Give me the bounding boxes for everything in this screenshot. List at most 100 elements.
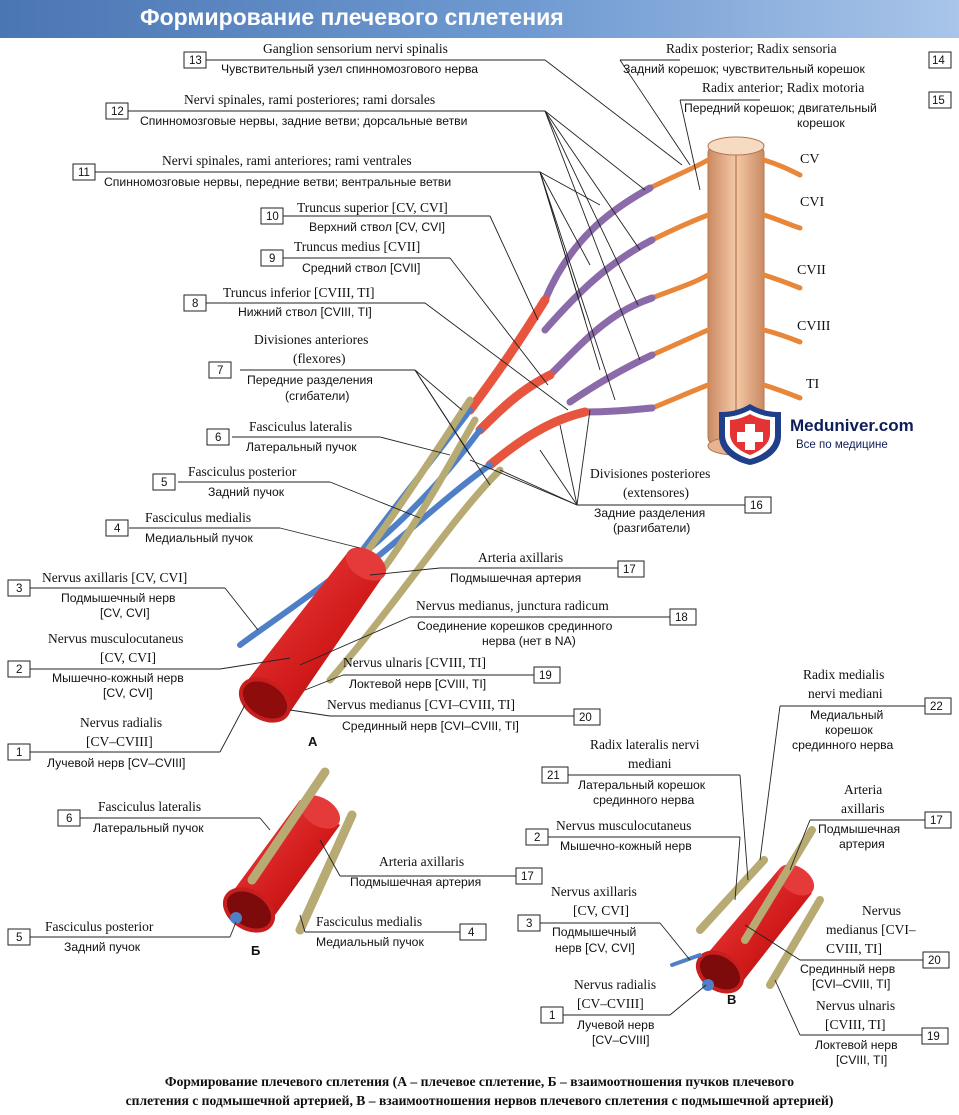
svg-text:19: 19 [927,1031,940,1043]
svg-text:корешок: корешок [825,723,873,737]
label-15: 15 Radix anterior; Radix motoria Передни… [684,80,952,130]
label-c-20: 20 Nervus medianus [CVI– CVIII, TI] Сред… [800,903,950,991]
axillary-artery-a [238,547,387,723]
svg-text:Nervus ulnaris: Nervus ulnaris [816,998,895,1013]
svg-text:Подмышечный: Подмышечный [552,925,636,939]
label-c-17: 17 Arteria axillaris Подмышечная артерия [818,782,952,851]
segment-labels: CV CVI CVII CVIII TI [797,152,831,392]
leader-lines [30,59,925,1036]
svg-text:6: 6 [215,432,221,444]
svg-text:medianus [CVI–: medianus [CVI– [826,922,916,937]
label-1: 1 Nervus radialis [CV–CVIII] Лучевой нер… [7,715,185,770]
artery-cross-section-b [222,767,357,935]
svg-text:[CVI–CVIII, TI]: [CVI–CVIII, TI] [812,977,890,991]
segment-label: CVII [797,263,826,278]
label-c-19: 19 Nervus ulnaris [CVIII, TI] Локтевой н… [815,998,949,1067]
svg-text:Медиальный пучок: Медиальный пучок [316,935,424,949]
svg-text:Nervus musculocutaneus: Nervus musculocutaneus [556,818,691,833]
svg-text:18: 18 [675,612,688,624]
svg-text:Локтевой нерв [CVIII, TI]: Локтевой нерв [CVIII, TI] [349,677,486,691]
svg-text:8: 8 [192,298,198,310]
svg-text:Чувствительный узел спинномозг: Чувствительный узел спинномозгового нерв… [221,62,478,76]
label-19: 19 Nervus ulnaris [CVIII, TI] Локтевой н… [343,655,561,691]
svg-text:[CV, CVI]: [CV, CVI] [103,686,153,700]
svg-text:Radix medialis: Radix medialis [803,667,884,682]
caption-line-1: Формирование плечевого сплетения (А – пл… [164,1074,795,1089]
svg-text:12: 12 [111,106,124,118]
svg-text:Подмышечный нерв: Подмышечный нерв [61,591,175,605]
svg-text:Radix anterior; Radix motoria: Radix anterior; Radix motoria [702,80,864,95]
label-7: 7 Divisiones anteriores (flexores) Перед… [208,332,373,403]
svg-text:Лучевой нерв [CV–CVIII]: Лучевой нерв [CV–CVIII] [47,756,185,770]
label-c-1: 1 Nervus radialis [CV–CVIII] Лучевой нер… [540,977,656,1047]
panel-label-b: Б [251,943,260,958]
svg-text:Truncus inferior [CVIII, TI]: Truncus inferior [CVIII, TI] [223,285,374,300]
svg-text:Fasciculus medialis: Fasciculus medialis [316,914,422,929]
label-c-22: 22 Radix medialis nervi mediani Медиальн… [792,667,952,752]
svg-text:Nervi spinales, rami anteriore: Nervi spinales, rami anteriores; rami ve… [162,153,412,168]
label-b-5: 5 Fasciculus posterior Задний пучок [7,919,154,954]
svg-text:[CV, CVI]: [CV, CVI] [100,606,150,620]
svg-text:6: 6 [66,813,72,825]
svg-text:Fasciculus lateralis: Fasciculus lateralis [98,799,201,814]
svg-text:13: 13 [189,55,202,67]
page-title: Формирование плечевого сплетения [140,4,564,30]
svg-text:Ganglion sensorium nervi spina: Ganglion sensorium nervi spinalis [263,41,448,56]
svg-text:Nervus radialis: Nervus radialis [574,977,656,992]
svg-text:Подмышечная артерия: Подмышечная артерия [450,571,581,585]
label-c-3: 3 Nervus axillaris [CV, CVI] Подмышечный… [517,884,637,955]
svg-text:Срединный нерв [CVI–CVIII, TI]: Срединный нерв [CVI–CVIII, TI] [342,719,519,733]
label-c-2: 2 Nervus musculocutaneus Мышечно-кожный … [525,818,692,853]
svg-text:7: 7 [217,365,223,377]
svg-text:(сгибатели): (сгибатели) [285,389,349,403]
svg-text:15: 15 [932,95,945,107]
svg-text:срединного нерва: срединного нерва [593,793,695,807]
label-11: 11 Nervi spinales, rami anteriores; rami… [72,153,451,189]
caption-line-2: сплетения с подмышечной артерией, В – вз… [125,1093,834,1108]
svg-text:Задний пучок: Задний пучок [208,485,285,499]
label-5: 5 Fasciculus posterior Задний пучок [152,464,297,499]
svg-text:нерва (нет в NA): нерва (нет в NA) [482,634,576,648]
label-9: 9 Truncus medius [CVII] Средний ствол [C… [260,239,420,275]
svg-text:(extensores): (extensores) [623,485,689,500]
figure-caption: Формирование плечевого сплетения (А – пл… [0,1072,959,1110]
svg-text:1: 1 [16,747,22,759]
svg-text:срединного нерва: срединного нерва [792,738,894,752]
svg-text:Подмышечная: Подмышечная [818,822,900,836]
label-b-6: 6 Fasciculus lateralis Латеральный пучок [57,799,204,835]
svg-text:[CVIII, TI]: [CVIII, TI] [825,1017,885,1032]
svg-text:Нижний ствол [CVIII, TI]: Нижний ствол [CVIII, TI] [238,305,372,319]
svg-text:CVIII, TI]: CVIII, TI] [826,941,882,956]
label-c-21: 21 Radix lateralis nervi mediani Латерал… [541,737,706,807]
label-4: 4 Fasciculus medialis Медиальный пучок [105,510,253,545]
svg-text:Медиальный: Медиальный [810,708,883,722]
svg-text:Задний корешок; чувствительный: Задний корешок; чувствительный корешок [623,62,866,76]
label-13: 13 Ganglion sensorium nervi spinalis Чув… [183,41,478,76]
svg-text:Лучевой нерв: Лучевой нерв [577,1018,654,1032]
logo-name: Meduniver.com [790,416,914,435]
svg-text:5: 5 [16,932,22,944]
meduniver-logo[interactable]: Meduniver.com Все по медицине [717,402,942,466]
svg-text:Arteria axillaris: Arteria axillaris [379,854,464,869]
label-b-17: 17 Arteria axillaris Подмышечная артерия [350,854,543,889]
svg-text:[CV, CVI]: [CV, CVI] [100,650,156,665]
svg-text:Nervus musculocutaneus: Nervus musculocutaneus [48,631,183,646]
svg-text:Локтевой нерв: Локтевой нерв [815,1038,898,1052]
svg-text:Nervus medianus [CVI–CVIII, TI: Nervus medianus [CVI–CVIII, TI] [327,697,515,712]
svg-text:20: 20 [928,955,941,967]
segment-label: CVI [800,195,824,210]
segment-label: TI [806,377,820,392]
svg-text:Nervus axillaris [CV, CVI]: Nervus axillaris [CV, CVI] [42,570,187,585]
svg-text:Передний корешок; двигательный: Передний корешок; двигательный [684,101,877,115]
svg-text:10: 10 [266,211,279,223]
svg-text:(разгибатели): (разгибатели) [613,521,690,535]
svg-text:17: 17 [623,564,636,576]
svg-text:3: 3 [526,918,532,930]
panel-label-c: В [727,992,736,1007]
svg-text:Nervus medianus, junctura radi: Nervus medianus, junctura radicum [416,598,609,613]
svg-text:Truncus superior [CV, CVI]: Truncus superior [CV, CVI] [297,200,448,215]
svg-text:Arteria axillaris: Arteria axillaris [478,550,563,565]
svg-text:Мышечно-кожный нерв: Мышечно-кожный нерв [52,671,184,685]
label-2: 2 Nervus musculocutaneus [CV, CVI] Мышеч… [7,631,184,700]
svg-text:[CV–CVIII]: [CV–CVIII] [577,996,644,1011]
